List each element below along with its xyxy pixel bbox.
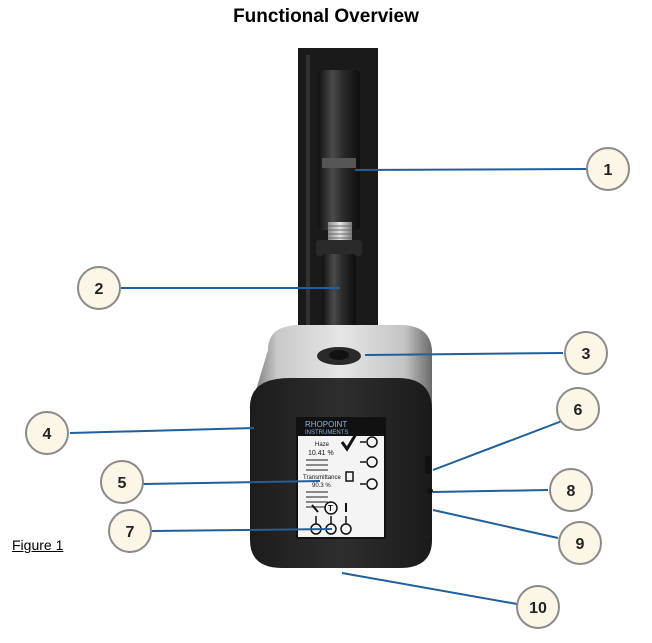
callout-number-6: 6 (574, 402, 583, 419)
svg-text:T: T (328, 504, 333, 513)
leader-7 (151, 528, 333, 532)
callout-number-7: 7 (126, 524, 135, 541)
leader-1 (354, 168, 587, 171)
leader-3 (364, 352, 564, 356)
sample-port-inner (329, 350, 349, 360)
wrench-icon (311, 504, 319, 513)
leader-9 (432, 509, 559, 539)
screen-haze-value: 10.41 % (308, 450, 334, 457)
checkmark-icon (340, 433, 358, 452)
screen-haze-label: Haze (315, 442, 330, 448)
side-button[interactable] (427, 488, 433, 494)
callout-circle-4 (25, 411, 69, 455)
screen-brand-line1: RHOPOINT (305, 420, 347, 429)
screen-transmittance-value: 90.3 % (312, 483, 331, 489)
upper-tube (318, 70, 360, 230)
callout-circle-9 (558, 521, 602, 565)
tube-collar (322, 158, 356, 168)
spring-section (328, 222, 352, 242)
leader-5 (142, 480, 321, 485)
leader-10 (341, 572, 518, 605)
screen-haze-rows (306, 459, 328, 471)
callout-number-8: 8 (567, 483, 576, 500)
right-soft-keys (360, 436, 378, 490)
screen-transmittance-rows (306, 491, 328, 508)
callout-number-9: 9 (576, 536, 585, 553)
bottom-soft-key-icons: T (311, 501, 347, 515)
screen-brand-line2: INSTRUMENTS (305, 430, 348, 436)
lower-tube (322, 254, 356, 344)
callout-numbers: 1 2 3 4 5 6 7 8 9 10 (43, 162, 613, 617)
document-icon (345, 471, 354, 482)
figure-label: Figure 1 (12, 537, 64, 553)
callout-number-5: 5 (118, 475, 127, 492)
leader-6 (432, 420, 563, 471)
pillar-edge (306, 55, 310, 335)
callout-circle-10 (516, 585, 560, 629)
callout-circle-3 (564, 331, 608, 375)
callout-number-10: 10 (529, 600, 547, 617)
screen-transmittance-label: Transmittance (303, 475, 341, 481)
callout-number-4: 4 (43, 426, 52, 443)
callout-circle-8 (549, 468, 593, 512)
callout-number-3: 3 (582, 346, 591, 363)
leader-8 (432, 489, 549, 493)
side-usb-port (425, 456, 431, 474)
callout-number-2: 2 (95, 281, 104, 298)
callout-circle-5 (100, 460, 144, 504)
callout-circle-2 (77, 266, 121, 310)
lower-tube-ring (316, 240, 362, 256)
leader-lines (69, 168, 587, 605)
page-title: Functional Overview (233, 6, 419, 27)
callout-circle-1 (586, 147, 630, 191)
screen-header (297, 418, 385, 436)
callout-number-1: 1 (604, 162, 613, 179)
callout-circle-7 (108, 509, 152, 553)
t-icon (324, 501, 338, 515)
callout-circle-6 (556, 387, 600, 431)
spring-coils (328, 225, 352, 239)
callout-circles (25, 147, 630, 629)
leader-4 (69, 427, 255, 434)
